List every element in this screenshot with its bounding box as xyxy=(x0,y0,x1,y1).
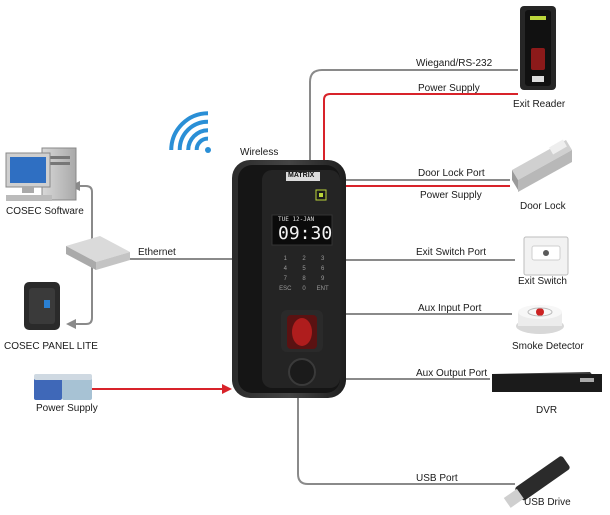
keypad-key: ENT xyxy=(316,286,329,292)
brand-plate xyxy=(286,172,320,181)
card-reader-area xyxy=(288,358,316,386)
label-door-lock: Door Lock xyxy=(520,201,566,212)
label-aux-input-port: Aux Input Port xyxy=(418,303,482,314)
connection-lines xyxy=(66,69,518,485)
keypad-key: 9 xyxy=(320,276,325,282)
label-door-lock-power: Power Supply xyxy=(420,190,482,201)
keypad-key: 6 xyxy=(320,266,325,272)
exit-reader-device xyxy=(520,6,556,90)
lcd-time: 09:30 xyxy=(278,223,333,244)
network-switch-device xyxy=(66,236,130,270)
keypad-key: ESC xyxy=(279,286,292,292)
label-usb-port: USB Port xyxy=(416,473,458,484)
exit-switch-device xyxy=(523,236,569,276)
dvr-device xyxy=(492,372,602,392)
brand-label: MATRIX xyxy=(288,172,315,179)
label-cosec-panel-lite: COSEC PANEL LITE xyxy=(4,341,98,352)
door-lock-device xyxy=(512,139,572,192)
exit-reader-power-line xyxy=(323,93,518,160)
label-exit-reader-power: Power Supply xyxy=(418,83,480,94)
label-ethernet: Ethernet xyxy=(138,247,176,258)
keypad-key: 8 xyxy=(302,276,306,282)
label-dvr: DVR xyxy=(536,405,558,416)
keypad-key: 7 xyxy=(283,276,287,282)
label-smoke-detector: Smoke Detector xyxy=(512,341,584,352)
smoke-detector-device xyxy=(516,305,564,334)
label-cosec-software: COSEC Software xyxy=(6,206,84,217)
wiegand-line xyxy=(309,69,518,160)
label-door-lock-port: Door Lock Port xyxy=(418,168,485,179)
label-aux-output-port: Aux Output Port xyxy=(416,368,488,379)
keypad-key: 5 xyxy=(302,266,306,272)
panel-lite-device xyxy=(24,282,60,330)
keypad-key: 3 xyxy=(320,256,325,262)
wifi-icon xyxy=(169,111,211,153)
lcd-screen xyxy=(271,214,333,246)
usb-line xyxy=(297,398,515,485)
label-exit-reader: Exit Reader xyxy=(513,99,566,110)
keypad-key: 4 xyxy=(283,266,287,272)
usb-drive-device xyxy=(503,456,570,508)
label-usb-drive: USB Drive xyxy=(524,497,571,508)
label-power-supply: Power Supply xyxy=(36,403,98,414)
label-wireless: Wireless xyxy=(240,147,279,158)
access-control-terminal xyxy=(232,160,346,398)
keypad-key: 0 xyxy=(302,286,306,292)
computer-device xyxy=(5,147,77,201)
keypad-key: 2 xyxy=(302,256,306,262)
label-exit-switch: Exit Switch xyxy=(518,276,567,287)
label-exit-switch-port: Exit Switch Port xyxy=(416,247,487,258)
keypad-key: 1 xyxy=(283,256,287,262)
power-supply-device xyxy=(34,374,92,400)
lcd-date: TUE 12-JAN xyxy=(278,216,315,223)
label-wiegand: Wiegand/RS-232 xyxy=(416,58,493,69)
